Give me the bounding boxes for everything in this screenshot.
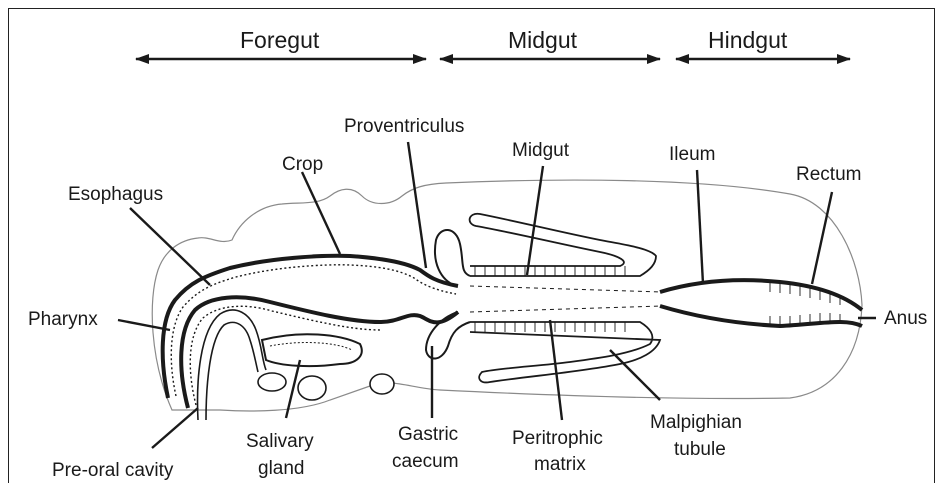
label-crop: Crop	[282, 154, 323, 175]
gastric-caecum-upper	[435, 230, 470, 286]
region-label-foregut: Foregut	[240, 27, 320, 53]
label-rectum: Rectum	[796, 164, 861, 185]
label-esophagus: Esophagus	[68, 184, 163, 205]
label-proventriculus: Proventriculus	[344, 116, 464, 137]
label-midgut: Midgut	[512, 140, 570, 161]
label-peritrophic-matrix-1: Peritrophic	[512, 428, 603, 449]
label-pre-oral-cavity: Pre-oral cavity	[52, 460, 174, 481]
label-malpighian-tubule-1: Malpighian	[650, 412, 742, 433]
label-gastric-caecum-2: caecum	[392, 451, 459, 472]
label-pharynx: Pharynx	[28, 309, 98, 330]
region-label-midgut: Midgut	[508, 27, 578, 53]
body-outline	[152, 180, 862, 411]
salivary-gland-shape	[262, 334, 362, 366]
label-salivary-gland-2: gland	[258, 458, 305, 479]
label-ileum: Ileum	[669, 144, 715, 165]
label-gastric-caecum-1: Gastric	[398, 424, 458, 445]
hindgut-lower	[660, 306, 862, 326]
label-malpighian-tubule-2: tubule	[674, 439, 726, 460]
region-label-hindgut: Hindgut	[708, 27, 788, 53]
label-salivary-gland-1: Salivary	[246, 431, 314, 452]
midgut-upper	[470, 214, 656, 276]
label-anus: Anus	[884, 308, 927, 329]
hindgut-upper	[660, 280, 862, 310]
label-peritrophic-matrix-2: matrix	[534, 454, 586, 475]
leader-lines	[118, 142, 876, 448]
